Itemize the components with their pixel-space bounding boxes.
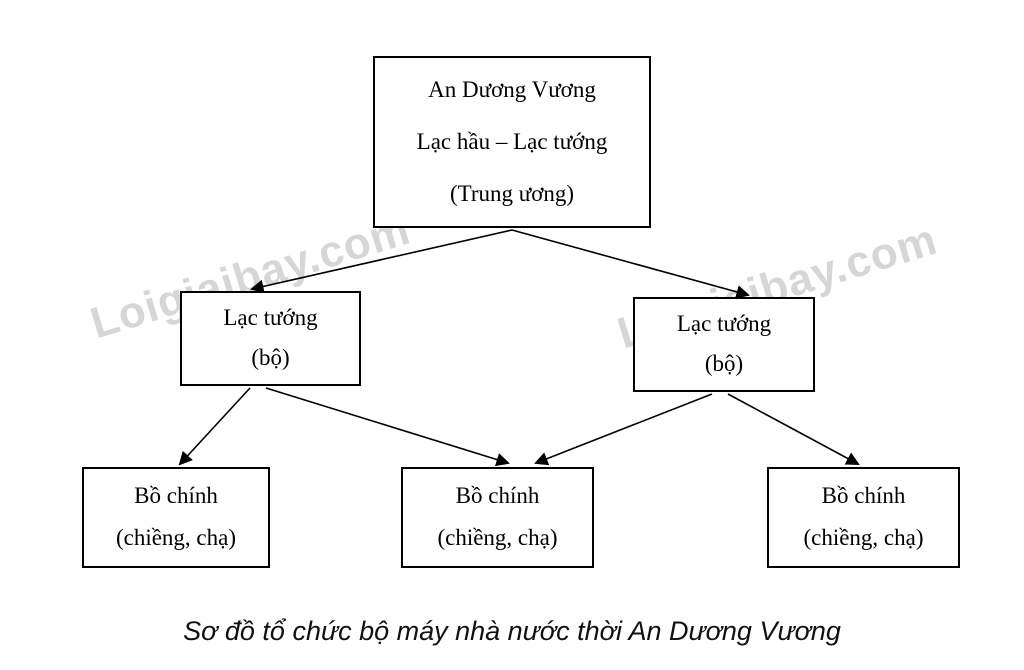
diagram-caption: Sơ đồ tổ chức bộ máy nhà nước thời An Dư… [183, 616, 841, 646]
node-line: (bộ) [251, 344, 290, 370]
node-line: Bồ chính [455, 482, 540, 508]
node-line: (chiềng, chạ) [803, 525, 924, 551]
node-line: Lạc tướng [676, 311, 772, 337]
arrow-root-to-right [511, 229, 750, 299]
node-bo-chinh-1: Bồ chính (chiềng, chạ) [82, 467, 270, 568]
node-line: Bồ chính [134, 482, 218, 508]
node-an-duong-vuong: An Dương Vương Lạc hầu – Lạc tướng (Trun… [373, 56, 651, 228]
node-line: Bồ chính [821, 482, 906, 508]
node-line: (chiềng, chạ) [115, 525, 237, 551]
node-lac-tuong-left: Lạc tướng (bộ) [180, 291, 361, 386]
node-line: Lạc hầu – Lạc tướng [416, 128, 608, 154]
arrow-right-to-bochinh3 [727, 393, 860, 465]
node-bo-chinh-2: Bồ chính (chiềng, chạ) [401, 467, 594, 568]
node-line: (chiềng, chạ) [437, 525, 558, 551]
node-line: An Dương Vương [428, 76, 596, 102]
node-line: Lạc tướng [223, 305, 318, 331]
arrow-left-to-bochinh2 [265, 387, 510, 467]
arrow-left-to-bochinh1 [178, 387, 251, 466]
node-bo-chinh-3: Bồ chính (chiềng, chạ) [767, 467, 960, 568]
node-lac-tuong-right: Lạc tướng (bộ) [633, 297, 815, 392]
node-line: (Trung ương) [449, 180, 575, 206]
arrow-right-to-bochinh2 [534, 393, 713, 466]
node-line: (bộ) [704, 350, 744, 376]
arrow-root-to-left [250, 229, 513, 294]
